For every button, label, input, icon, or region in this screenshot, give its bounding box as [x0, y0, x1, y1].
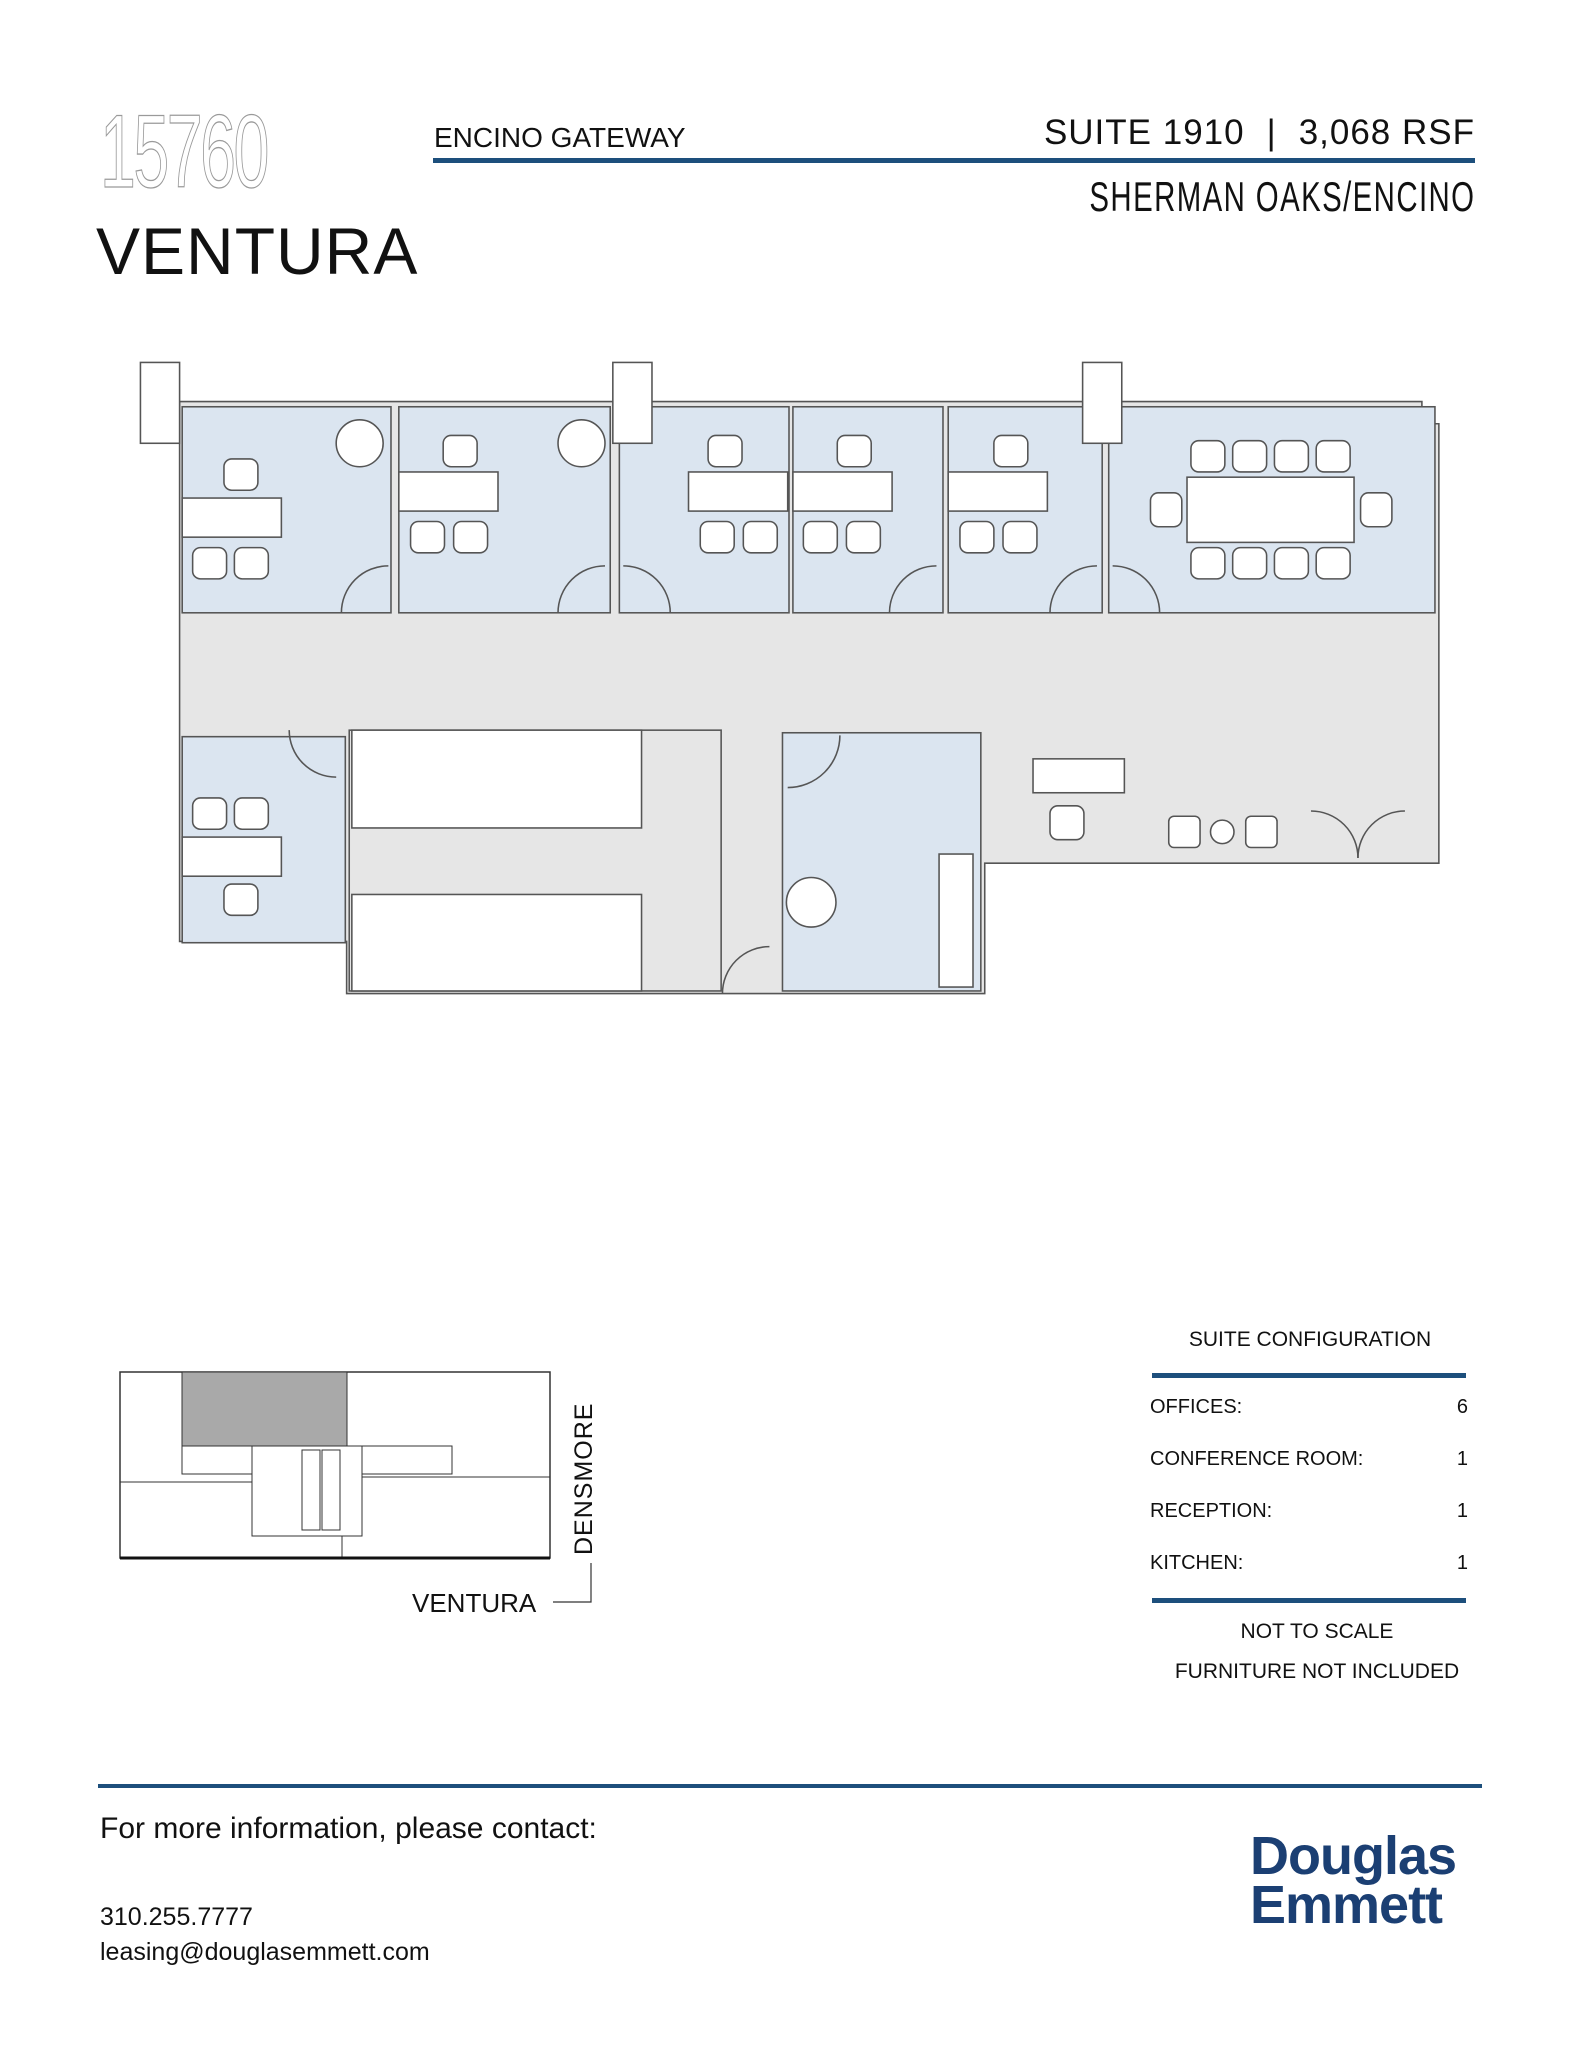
- street-label-densmore: DENSMORE: [570, 1402, 598, 1555]
- suite-area: 3,068 RSF: [1298, 113, 1475, 152]
- reception-desk: [1032, 758, 1126, 794]
- column: [1081, 361, 1123, 445]
- round-table: [785, 876, 837, 928]
- desk: [181, 836, 283, 877]
- workstation: [351, 893, 643, 992]
- suite-highlight: [181, 1371, 348, 1447]
- separator: |: [1266, 113, 1277, 152]
- config-divider: [1152, 1373, 1466, 1378]
- street-label-ventura: VENTURA: [412, 1588, 537, 1618]
- config-label: CONFERENCE ROOM:: [1150, 1448, 1364, 1470]
- address-number: 15760: [100, 94, 270, 210]
- phone-number[interactable]: 310.255.7777: [100, 1903, 253, 1931]
- config-row-offices: OFFICES: 6: [1150, 1396, 1468, 1419]
- logo-line2: Emmett: [1250, 1874, 1443, 1935]
- round-table: [557, 419, 606, 468]
- footer-divider: [98, 1784, 1482, 1788]
- config-label: RECEPTION:: [1150, 1500, 1273, 1522]
- desk: [792, 471, 893, 512]
- note-furniture: FURNITURE NOT INCLUDED: [1174, 1660, 1460, 1683]
- note-not-to-scale: NOT TO SCALE: [1240, 1620, 1394, 1643]
- floor-plan: [139, 361, 1440, 995]
- douglas-emmett-logo: Douglas Emmett: [1250, 1826, 1490, 1935]
- config-row-conference: CONFERENCE ROOM: 1: [1150, 1448, 1468, 1471]
- suite-info: SUITE 1910 | 3,068 RSF: [1044, 115, 1475, 150]
- desk: [947, 471, 1049, 512]
- street-leader-line: [553, 1563, 592, 1603]
- config-row-reception: RECEPTION: 1: [1150, 1500, 1468, 1523]
- logo-line1: Douglas: [1250, 1826, 1457, 1886]
- workstation: [351, 729, 643, 829]
- address-street: VENTURA: [96, 214, 419, 288]
- conference-table: [1186, 476, 1355, 544]
- config-divider: [1152, 1598, 1466, 1603]
- config-label: OFFICES:: [1150, 1396, 1243, 1418]
- column: [139, 361, 181, 445]
- round-table: [335, 419, 384, 468]
- key-plan: [119, 1371, 551, 1560]
- config-row-kitchen: KITCHEN: 1: [1150, 1552, 1468, 1575]
- config-value: 1: [1456, 1552, 1468, 1574]
- column: [612, 361, 653, 445]
- suite-number: SUITE 1910: [1043, 113, 1245, 152]
- submarket: SHERMAN OAKS/ENCINO: [1089, 173, 1475, 220]
- config-label: KITCHEN:: [1150, 1552, 1244, 1574]
- header-divider: [433, 158, 1475, 163]
- counter: [938, 853, 974, 988]
- config-value: 1: [1456, 1448, 1468, 1470]
- email-link[interactable]: leasing@douglasemmett.com: [100, 1938, 430, 1966]
- suite-config-title: SUITE CONFIGURATION: [1188, 1328, 1432, 1351]
- desk: [687, 471, 789, 512]
- desk: [181, 497, 283, 538]
- config-value: 6: [1456, 1396, 1468, 1418]
- building-name: ENCINO GATEWAY: [434, 122, 686, 153]
- desk: [398, 471, 499, 512]
- contact-prompt: For more information, please contact:: [100, 1812, 597, 1845]
- config-value: 1: [1456, 1500, 1468, 1522]
